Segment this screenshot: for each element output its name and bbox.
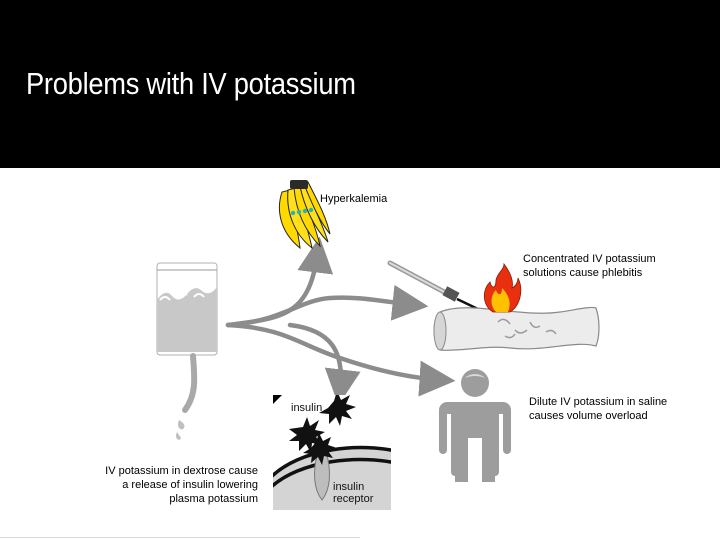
- dextrose-potassium-label: IV potassium in dextrose cause a release…: [105, 465, 258, 505]
- insulin-receptor-panel: insulin insulin receptor: [273, 395, 391, 510]
- bottom-divider: [0, 537, 360, 538]
- title-bar: Problems with IV potassium: [0, 0, 720, 168]
- slide-title: Problems with IV potassium: [26, 66, 356, 101]
- vein-phlebitis-icon: [387, 260, 600, 351]
- person-icon: [439, 369, 511, 482]
- hyperkalemia-label: Hyperkalemia: [320, 193, 388, 205]
- receptor-label-line2: receptor: [333, 493, 374, 505]
- iv-bag-icon: [156, 262, 218, 440]
- insulin-label: insulin: [291, 402, 322, 414]
- receptor-label-line1: insulin: [333, 481, 364, 493]
- branching-arrows: [225, 236, 456, 406]
- banana-bunch-icon: [279, 180, 331, 250]
- concentrated-potassium-label: Concentrated IV potassium solutions caus…: [523, 253, 656, 279]
- dilute-potassium-label: Dilute IV potassium in saline causes vol…: [529, 396, 668, 422]
